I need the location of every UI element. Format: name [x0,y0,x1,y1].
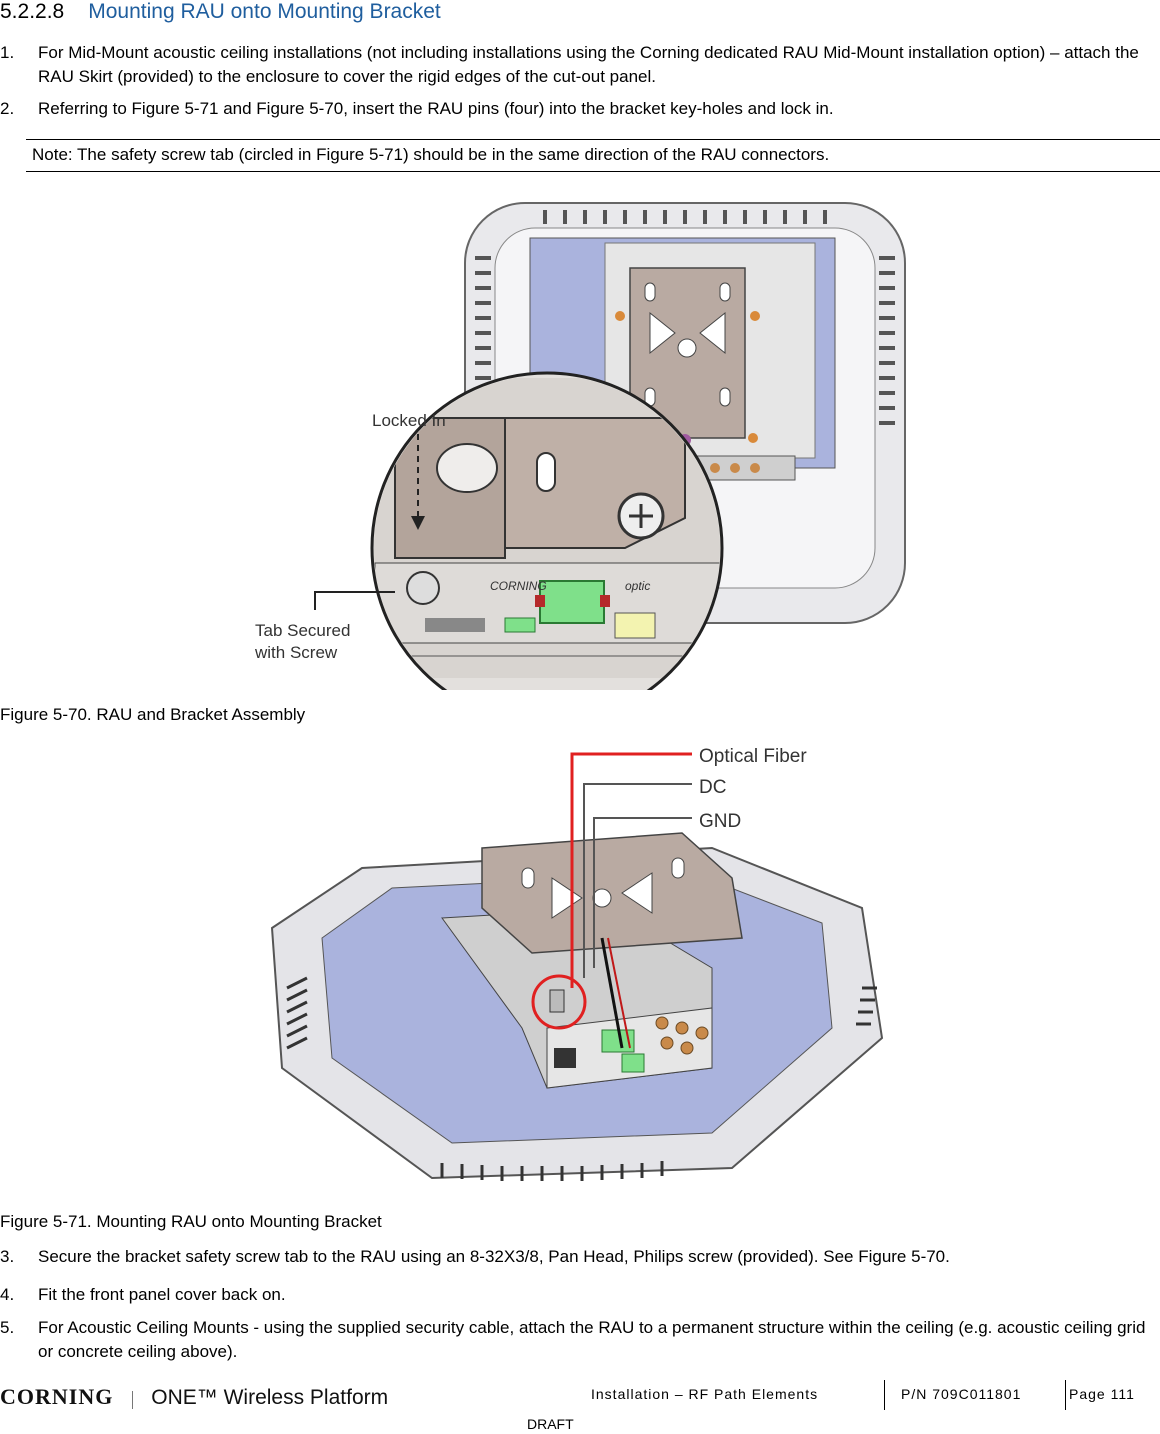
dc-label: DC [699,777,726,798]
step-text: For Acoustic Ceiling Mounts - using the … [38,1318,1146,1361]
footer-page-number: Page 111 [1069,1386,1135,1402]
logo-brand: CORNING [0,1384,114,1409]
locked-in-label: Locked In [372,411,446,430]
step-number: 5. [0,1318,15,1337]
step-text: Fit the front panel cover back on. [38,1285,286,1304]
tab-secured-label-1: Tab Secured [255,621,350,640]
footer-divider [884,1380,885,1410]
step-number: 4. [0,1285,15,1304]
step-number: 1. [0,43,15,62]
figure-caption: Figure 5-70. RAU and Bracket Assembly [0,705,306,724]
step-5: 5. For Acoustic Ceiling Mounts - using t… [0,1316,1155,1364]
step-text: Referring to Figure 5-71 and Figure 5-70… [38,99,834,118]
figure-caption: Figure 5-71. Mounting RAU onto Mounting … [0,1212,382,1231]
optical-fiber-label: Optical Fiber [699,746,807,767]
footer-divider [1065,1380,1066,1410]
note-text: Note: The safety screw tab (circled in F… [32,145,830,164]
gnd-label: GND [699,811,741,832]
section-title: Mounting RAU onto Mounting Bracket [88,0,441,23]
footer-chapter: Installation – RF Path Elements [591,1386,819,1402]
logo-divider [131,1390,133,1409]
draft-mark: DRAFT [527,1416,574,1432]
footer-part-number: P/N 709C011801 [901,1386,1022,1402]
step-3: 3. Secure the bracket safety screw tab t… [0,1245,1155,1269]
figure-rau-bracket-assembly: CORNING optic Locked In Tab Secured with… [245,198,915,725]
section-heading: 5.2.2.8 Mounting RAU onto Mounting Bracke… [0,0,441,24]
figure-mounting-rau: Optical Fiber DC GND [262,738,892,1190]
tab-secured-label-2: with Screw [254,643,338,662]
step-number: 3. [0,1247,15,1266]
svg-text:optic: optic [625,579,650,593]
step-text: Secure the bracket safety screw tab to t… [38,1247,950,1266]
note-box: Note: The safety screw tab (circled in F… [26,139,1160,172]
rau-assembly-drawing: CORNING optic Locked In Tab Secured with… [254,202,906,725]
step-2: 2. Referring to Figure 5-71 and Figure 5… [0,97,1155,121]
svg-text:CORNING: CORNING [490,579,547,593]
step-4: 4. Fit the front panel cover back on. [0,1283,1155,1307]
step-number: 2. [0,99,15,118]
section-number: 5.2.2.8 [0,0,65,23]
step-text: For Mid-Mount acoustic ceiling installat… [38,43,1139,86]
footer-logo: CORNING ONE™ Wireless Platform [0,1384,388,1414]
logo-product: ONE™ Wireless Platform [151,1386,389,1409]
step-1: 1. For Mid-Mount acoustic ceiling instal… [0,41,1155,89]
rau-mounting-drawing: Optical Fiber DC GND [270,746,884,1181]
